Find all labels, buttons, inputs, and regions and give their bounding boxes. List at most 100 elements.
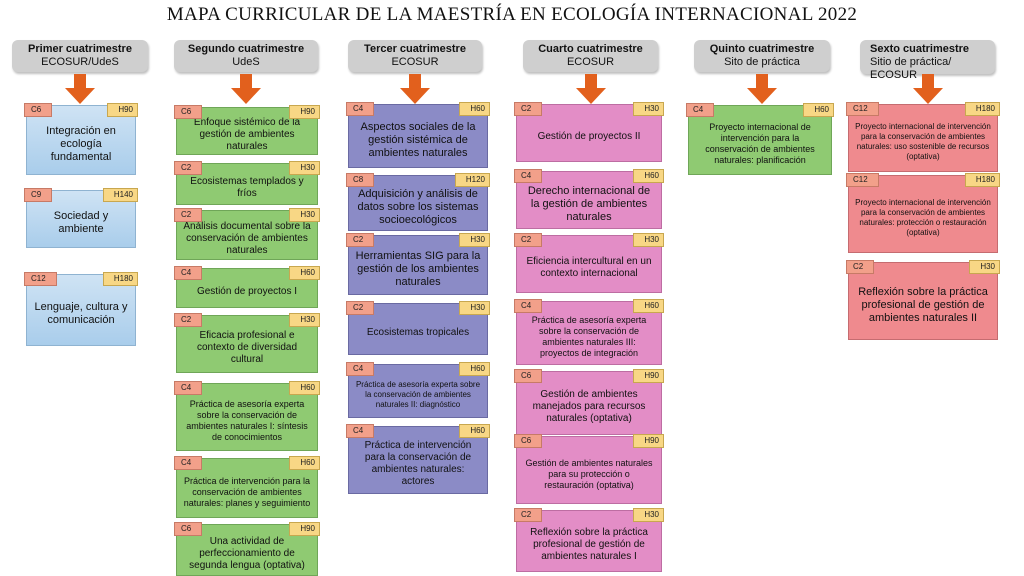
course-title: Práctica de intervención para la conserv… [183,475,311,508]
course-title: Gestión de ambientes manejados para recu… [532,389,646,424]
course-title: Ecosistemas templados y fríos [190,176,304,199]
hours-badge: H60 [459,362,490,376]
hours-badge: H30 [969,260,1000,274]
semester-name: Sexto cuatrimestre [870,43,970,55]
hours-badge: H30 [459,301,490,315]
hours-badge: H180 [964,102,1000,116]
down-arrow-icon [231,74,261,104]
hours-badge: H60 [633,169,664,183]
course-title: Herramientas SIG para la gestión de los … [355,249,481,288]
credits-badge: C12 [846,102,879,116]
page-title: MAPA CURRICULAR DE LA MAESTRÍA EN ECOLOG… [166,4,858,25]
hours-badge: H60 [803,103,834,117]
hours-badge: H90 [633,369,664,383]
hours-badge: H180 [964,173,1000,187]
credits-badge: C2 [174,208,203,222]
hours-badge: H120 [454,173,490,187]
hours-badge: H60 [633,299,664,313]
down-arrow-icon [747,74,777,104]
credits-badge: C4 [514,299,543,313]
semester-location: ECOSUR [566,56,615,68]
semester-name: Quinto cuatrimestre [709,43,815,55]
course-title: Práctica de asesoría experta sobre la co… [186,399,308,442]
credits-badge: C4 [346,424,375,438]
course-title: Práctica de asesoría experta sobre la co… [355,380,481,409]
hours-badge: H60 [289,266,320,280]
credits-badge: C8 [346,173,375,187]
hours-badge: H90 [633,434,664,448]
course-title: Ecosistemas tropicales [366,327,470,338]
semester-location: ECOSUR [391,56,439,68]
credits-badge: C12 [24,272,57,286]
course-title: Proyecto internacional de intervención p… [855,198,991,237]
down-arrow-icon [575,74,606,104]
credits-badge: C6 [514,369,543,383]
hours-badge: H60 [459,424,490,438]
credits-badge: C2 [514,508,543,522]
course-title: Aspectos sociales de la gestión sistémic… [360,120,476,159]
credits-badge: C4 [174,381,203,395]
course-title: Reflexión sobre la práctica profesional … [858,285,988,324]
semester-name: Cuarto cuatrimestre [538,43,643,55]
credits-badge: C4 [174,266,203,280]
credits-badge: C2 [514,102,543,116]
course-title: Sociedad y ambiente [53,210,109,235]
hours-badge: H30 [633,508,664,522]
credits-badge: C12 [846,173,879,187]
credits-badge: C2 [846,260,875,274]
credits-badge: C2 [174,161,203,175]
hours-badge: H90 [289,105,320,119]
credits-badge: C4 [514,169,543,183]
course-title: Proyecto internacional de intervención p… [855,122,991,161]
course-title: Práctica de asesoría experta sobre la co… [531,315,647,358]
credits-badge: C4 [174,456,203,470]
down-arrow-icon [912,74,943,104]
course-title: Reflexión sobre la práctica profesional … [530,527,648,562]
hours-badge: H30 [289,161,320,175]
course-title: Adquisición y análisis de datos sobre lo… [357,187,479,226]
course-title: Proyecto internacional de intervención p… [705,122,815,165]
course-title: Eficiencia intercultural en un contexto … [526,256,652,279]
credits-badge: C4 [346,102,375,116]
hours-badge: H30 [459,233,490,247]
semester-name: Segundo cuatrimestre [187,43,305,55]
credits-badge: C6 [174,522,203,536]
hours-badge: H180 [102,272,138,286]
credits-badge: C4 [686,103,715,117]
hours-badge: H30 [633,102,664,116]
course-title: Eficacia profesional e contexto de diver… [196,330,298,365]
hours-badge: H60 [289,456,320,470]
credits-badge: C6 [24,103,53,117]
credits-badge: C2 [346,233,375,247]
credits-badge: C2 [174,313,203,327]
hours-badge: H90 [107,103,138,117]
course-title: Lenguaje, cultura y comunicación [34,301,128,326]
credits-badge: C2 [514,233,543,247]
course-title: Una actividad de perfeccionamiento de se… [189,536,305,571]
